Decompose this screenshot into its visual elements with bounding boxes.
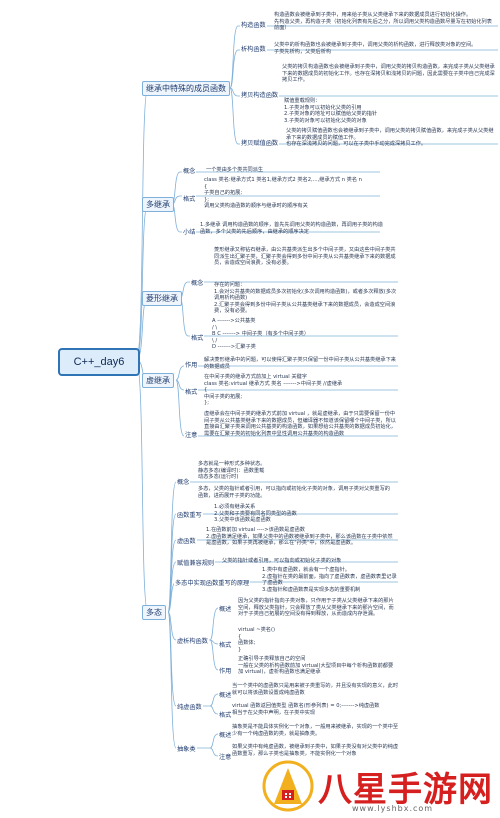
assign-rule-label[interactable]: 赋值兼容规则 [176, 558, 216, 567]
copy-ctor-text: 父类的拷贝构造函数也会被继承到子类中，调用父类的拷贝构造函数，来完成子类从父类继… [282, 64, 495, 84]
virtual-note-label[interactable]: 注意 [184, 430, 199, 439]
pure-label[interactable]: 纯虚函数 [176, 702, 203, 711]
copy-assign-label[interactable]: 拷贝赋值函数 [240, 138, 280, 147]
multi-format-text: class 类名:继承方式1 类名1,继承方式2 类名2,...,继承方式 n … [204, 177, 362, 210]
multi-summary-label[interactable]: 小结 [182, 227, 197, 236]
pure-format-label[interactable]: 格式 [218, 710, 233, 719]
copy-ctor-note: 赋值重载规则： 1.子类对象可以初始化父类的引用 2.子类对象的地址可以赋值给父… [284, 98, 378, 124]
vdtor-format-label[interactable]: 格式 [218, 640, 233, 649]
multi-concept-text: 一个类由多个类共同派生 [206, 167, 264, 173]
diamond-format-text: A ------->公共基类 / \ B C -------> 中间子类（有多个… [212, 318, 310, 351]
vdtor-format-text: virtual ~类名() { 函数体; } [238, 627, 276, 653]
diamond-concept-text: 菱形继承又称钻石继承，由公共基类派生出多个中间子类，又由这些中间子类共同派生出汇… [214, 247, 396, 267]
diamond-format-label[interactable]: 格式 [190, 333, 205, 342]
abstract-concept-text: 抽象类是不能具体实例化一个对象，一般用来被继承，实现的一个类中至少有一个纯虚函数… [232, 724, 399, 737]
dtor-label[interactable]: 析构函数 [240, 44, 267, 53]
diamond-problem-text: 存在的问题： 1.会对公共基类的数据成员多次初始化(多次调用构造函数)，或者多次… [214, 282, 397, 315]
poly-concept-label[interactable]: 概念 [176, 477, 191, 486]
override-label[interactable]: 函数重写 [176, 510, 203, 519]
vdtor-concept-text: 因为父类的指针指向子类对象，只作用于子类从父类继承下来的那片空间，释放父类指针，… [238, 598, 394, 618]
watermark-url: www.lyshbx.com [352, 804, 434, 813]
virtual-func-label[interactable]: 虚函数 [176, 536, 197, 545]
vdtor-label[interactable]: 虚析构函数 [176, 636, 209, 645]
multi-concept-label[interactable]: 概念 [182, 166, 197, 175]
abstract-note-label[interactable]: 注意 [218, 752, 233, 761]
branch-polymorphism[interactable]: 多态 [142, 605, 166, 620]
watermark-logo-icon [262, 760, 314, 812]
pure-concept-text: 当一个类中的虚函数只是用来被子类重写的，并且没有实现的意义，此时就可以将该函数设… [232, 683, 399, 696]
branch-virtual-inherit[interactable]: 虚继承 [142, 373, 174, 388]
branch-diamond[interactable]: 菱形继承 [142, 291, 182, 306]
vdtor-role-text: 正确引导子类释放自己的空间 一般在父类的析构函数前加 virtual(大型项目中… [238, 656, 394, 676]
virtual-role-text: 解决菱形继承中的问题，可以使得汇聚子类只保留一份中间子类从公共基类继承下来的数据… [204, 357, 396, 370]
vdtor-concept-label[interactable]: 概述 [218, 604, 233, 613]
poly-concept-text: 多态，父类的指针或者引用，可以指向或初始化子类的对象，调用子类对父类重写的函数，… [198, 486, 390, 499]
branch-inherit-special[interactable]: 继承中特殊的成员函数 [142, 81, 230, 96]
copy-assign-text: 父类的拷贝赋值函数也会被继承到子类中，调用父类的拷贝赋值函数，来完成子类从父类继… [286, 128, 494, 148]
override-text: 1.必须有继承关系 2.父类和子类要有同名同类型的函数 3.父类中该函数是虚函数 [214, 504, 297, 524]
virtual-note-text: 虚继承会在中间子类的继承方式前加 virtual ，就是虚继承，由于只需要保留一… [204, 411, 396, 437]
site-watermark: 八星手游网 www.lyshbx.com [262, 760, 500, 818]
watermark-brand: 八星手游网 [318, 770, 493, 810]
poly-concept-intro: 多态就是一种形式多种状态。 静态多态(编译时)：函数重载 动态多态(运行时) [198, 461, 266, 481]
ctor-text: 构造函数会被继承到子类中，用来给子类从父类继承下来的数据成员进行初始化操作。 先… [274, 12, 492, 32]
assign-rule-text: 父类的指针或者引用，可以指向或初始化子类的对象 [222, 558, 342, 564]
dtor-text: 父类中的析构函数也会被继承到子类中，调用父类的析构函数，进行释放类对象的空间。 … [274, 42, 477, 55]
abstract-note-text: 如果父类中有纯虚函数，被继承到子类中，如果子类没有对父类中的纯虚函数重写，那么子… [232, 744, 399, 757]
pure-concept-label[interactable]: 概述 [218, 690, 233, 699]
virtual-role-label[interactable]: 作用 [184, 360, 199, 369]
vtable-text: 1.类中有虚函数，就会有一个虚指针。 2.虚指针在类的最前面，指向了虚函数表，虚… [262, 567, 397, 593]
root-topic[interactable]: C++_day6 [58, 348, 140, 376]
virtual-format-text: 在中间子类的继承方式前加上 virtual 关键字 class 类名:virtu… [204, 374, 343, 407]
vdtor-role-label[interactable]: 作用 [218, 666, 233, 675]
virtual-format-label[interactable]: 格式 [184, 387, 199, 396]
abstract-concept-label[interactable]: 概述 [218, 730, 233, 739]
diamond-concept-label[interactable]: 概念 [190, 278, 205, 287]
ctor-label[interactable]: 构造函数 [240, 20, 267, 29]
multi-format-label[interactable]: 格式 [182, 194, 197, 203]
copy-ctor-label[interactable]: 拷贝构造函数 [240, 90, 280, 99]
multi-summary-text: 1.多继承 调用构造函数的顺序，首先先调用父类的构造函数，再调用子类的构造函数，… [200, 222, 383, 235]
branch-multi-inherit[interactable]: 多继承 [142, 197, 174, 212]
virtual-func-text: 1.在函数前加 virtual ---->该函数是虚函数 2.虚函数满足继承，如… [206, 527, 393, 547]
pure-format-text: virtual 函数返回值类型 函数名(形参列表) = 0;------->纯虚… [232, 703, 380, 716]
abstract-label[interactable]: 抽象类 [176, 744, 197, 753]
vtable-label[interactable]: 多态中实现函数重写的原理 [174, 578, 251, 587]
